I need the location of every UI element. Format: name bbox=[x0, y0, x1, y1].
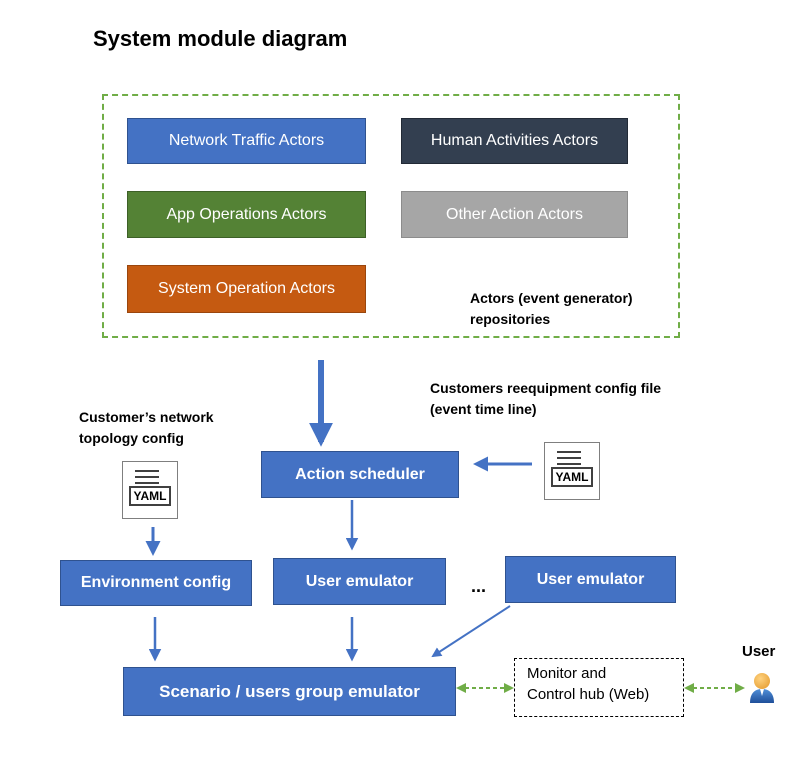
repository-label-line2: repositories bbox=[470, 311, 551, 327]
user-icon bbox=[748, 670, 776, 704]
repository-label: Actors (event generator) repositories bbox=[470, 288, 633, 330]
config-file-label-line2: (event time line) bbox=[430, 401, 537, 417]
network-config-label: Customer’s network topology config bbox=[79, 407, 214, 449]
page-title: System module diagram bbox=[93, 26, 348, 51]
ellipsis-label: ... bbox=[471, 576, 487, 596]
app-operations-actors: App Operations Actors bbox=[127, 191, 366, 238]
hub-label-line1: Monitor and bbox=[527, 665, 607, 682]
actors-repository-group bbox=[102, 94, 680, 338]
config-file-label-line1: Customers reequipment config file bbox=[430, 380, 662, 396]
repository-label-line1: Actors (event generator) bbox=[470, 290, 633, 306]
document-lines-icon bbox=[557, 451, 581, 469]
arrow-user-emulator2-to-scenario bbox=[431, 605, 511, 658]
network-traffic-actors: Network Traffic Actors bbox=[127, 118, 366, 164]
network-config-label-line1: Customer’s network bbox=[79, 409, 214, 425]
environment-config-node: Environment config bbox=[60, 560, 252, 606]
action-scheduler-node: Action scheduler bbox=[261, 451, 459, 498]
hub-label-line2: Control hub (Web) bbox=[527, 686, 650, 703]
document-lines-icon bbox=[135, 470, 159, 488]
network-config-label-line2: topology config bbox=[79, 430, 184, 446]
config-file-label: Customers reequipment config file (event… bbox=[430, 378, 661, 420]
user-emulator-node: User emulator bbox=[273, 558, 446, 605]
yaml-file-icon: YAML bbox=[544, 442, 600, 500]
human-activities-actors: Human Activities Actors bbox=[401, 118, 628, 164]
yaml-file-icon: YAML bbox=[122, 461, 178, 519]
scenario-emulator-node: Scenario / users group emulator bbox=[123, 667, 456, 716]
yaml-badge: YAML bbox=[129, 486, 171, 506]
user-emulator-node: User emulator bbox=[505, 556, 676, 603]
yaml-badge: YAML bbox=[551, 467, 593, 487]
system-operation-actors: System Operation Actors bbox=[127, 265, 366, 313]
other-action-actors: Other Action Actors bbox=[401, 191, 628, 238]
monitor-control-hub: Monitor and Control hub (Web) bbox=[514, 658, 684, 717]
user-label: User bbox=[742, 643, 776, 660]
